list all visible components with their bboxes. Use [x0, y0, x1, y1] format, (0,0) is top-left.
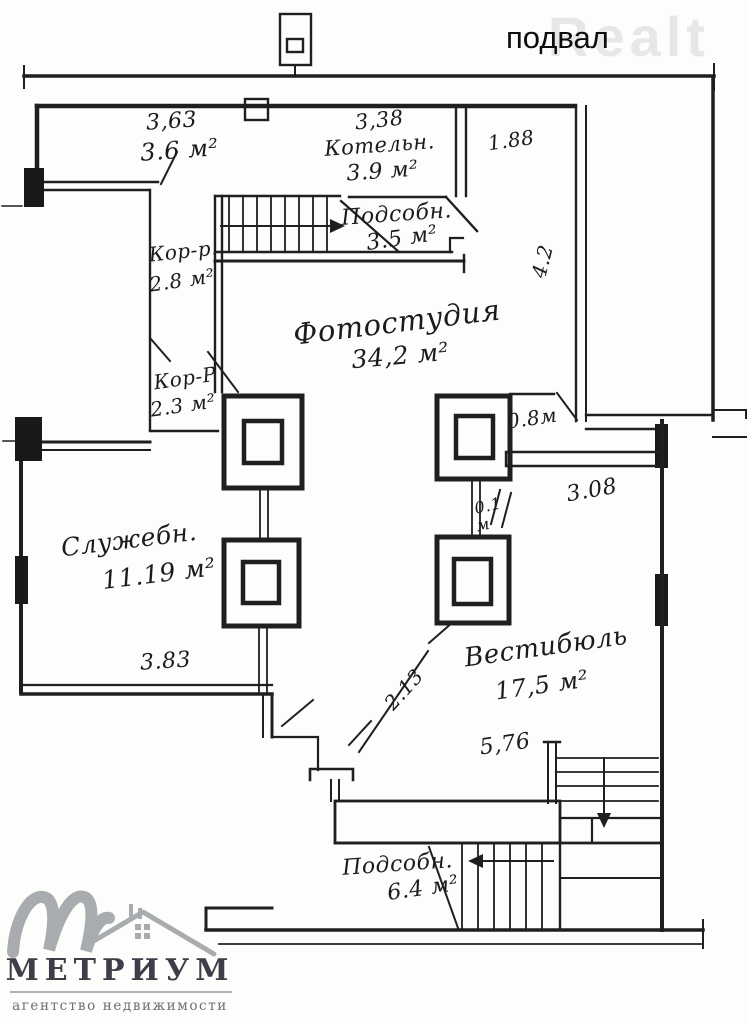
column-1 [221, 393, 305, 491]
vestibule-walls [347, 391, 664, 754]
dim-3-63: 3,63 [145, 107, 198, 135]
right-walls [574, 104, 747, 932]
dim-0-1-unit: м [474, 514, 491, 535]
room-label-kotelnaya: Котельн. [323, 129, 436, 161]
room-label-koridor-1: Кор-р. [147, 235, 219, 266]
dim-2-13: 2.13 [379, 664, 429, 715]
logo-name: МЕТРИУМ [6, 953, 235, 988]
dim-0-8: 0.8м [505, 403, 558, 434]
area-3-9: 3.9 м² [346, 157, 420, 187]
room-label-vestibyul: Вестибюль [461, 621, 629, 674]
wall-piers [15, 168, 668, 626]
stair-arrow-right [330, 219, 345, 233]
dim-5-76: 5,76 [478, 729, 532, 761]
dim-1-88: 1.88 [486, 125, 535, 155]
plan-labels: 3,63 3.6 м² 3,38 Котельн. 3.9 м² 1.88 По… [59, 106, 629, 906]
column-3 [434, 393, 513, 482]
dim-3-38: 3,38 [354, 106, 405, 135]
area-11-19: 11.19 м² [100, 552, 217, 595]
dim-3-83: 3.83 [139, 647, 192, 675]
stair-arrow-left [468, 854, 483, 868]
area-3-6: 3.6 м² [139, 133, 219, 166]
logo-house-window [135, 924, 150, 939]
realt-watermark: Realt [548, 5, 710, 68]
area-17-5: 17,5 м² [493, 665, 590, 706]
staircase-top [213, 194, 466, 274]
metrium-logo: МЕТРИУМ агентство недвижимости [6, 890, 235, 1014]
partition-walls-top [347, 104, 479, 254]
staircase-bottom [427, 844, 554, 930]
dim-0-1: 0.1 [473, 494, 503, 518]
stair-arrow-down [597, 813, 611, 828]
area-2-8: 2.8 м² [147, 264, 216, 297]
logo-house-icon [89, 904, 217, 957]
bottom-structures [308, 767, 664, 930]
logo-tagline: агентство недвижимости [12, 998, 228, 1014]
vent-shaft [243, 12, 313, 122]
dim-3-08: 3.08 [565, 474, 620, 507]
plan-title: подвал [506, 20, 609, 55]
room-label-sluzhebnaya: Служебн. [59, 517, 198, 562]
column-4 [434, 534, 512, 626]
staircase-right [542, 740, 659, 828]
logo-m-swoosh [7, 890, 115, 958]
stair-landing [333, 799, 562, 845]
columns [221, 393, 513, 694]
column-connectors [258, 479, 481, 694]
dim-4-2: 4.2 [526, 242, 558, 281]
column-2 [221, 537, 302, 629]
